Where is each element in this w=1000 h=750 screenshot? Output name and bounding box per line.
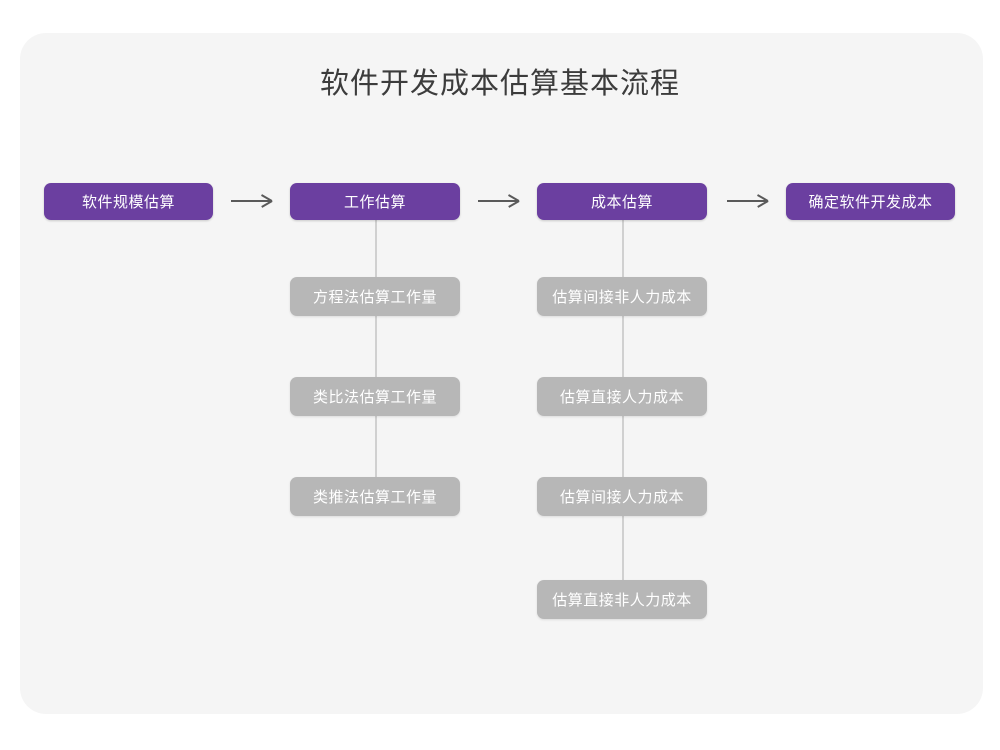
stage-node-label: 成本估算 (590, 194, 653, 211)
arrow-shaft-icon (727, 200, 768, 202)
arrow-shaft-icon (231, 200, 272, 202)
stage-node-label: 软件规模估算 (81, 194, 175, 211)
stage-node-software-scale-estimation[interactable]: 软件规模估算 (44, 183, 213, 220)
branch-node-label: 类推法估算工作量 (312, 489, 437, 506)
page-title: 软件开发成本估算基本流程 (319, 68, 680, 100)
branch-node-direct-nonlabor-cost[interactable]: 估算直接非人力成本 (537, 580, 707, 619)
branch-node-label: 估算直接非人力成本 (552, 592, 692, 609)
diagram-card (20, 33, 983, 714)
connector-rail-workload (375, 219, 377, 497)
branch-node-label: 估算直接人力成本 (559, 389, 684, 406)
flow-arrow-1 (231, 191, 273, 211)
branch-node-indirect-labor-cost[interactable]: 估算间接人力成本 (537, 477, 707, 516)
arrow-shaft-icon (478, 200, 519, 202)
branch-node-equation-method-effort[interactable]: 方程法估算工作量 (290, 277, 460, 316)
branch-node-label: 估算间接人力成本 (559, 489, 684, 506)
stage-node-label: 确定软件开发成本 (808, 194, 933, 211)
stage-node-label: 工作估算 (343, 194, 406, 211)
branch-node-analogue-method-effort[interactable]: 类推法估算工作量 (290, 477, 460, 516)
branch-node-label: 方程法估算工作量 (312, 289, 437, 306)
branch-node-label: 类比法估算工作量 (312, 389, 437, 406)
stage-node-determine-development-cost[interactable]: 确定软件开发成本 (786, 183, 955, 220)
flow-arrow-2 (478, 191, 520, 211)
stage-node-effort-estimation[interactable]: 工作估算 (290, 183, 460, 220)
stage-node-cost-estimation[interactable]: 成本估算 (537, 183, 707, 220)
branch-node-indirect-nonlabor-cost[interactable]: 估算间接非人力成本 (537, 277, 707, 316)
branch-node-label: 估算间接非人力成本 (552, 289, 692, 306)
flow-arrow-3 (727, 191, 769, 211)
branch-node-analogy-method-effort[interactable]: 类比法估算工作量 (290, 377, 460, 416)
branch-node-direct-labor-cost[interactable]: 估算直接人力成本 (537, 377, 707, 416)
